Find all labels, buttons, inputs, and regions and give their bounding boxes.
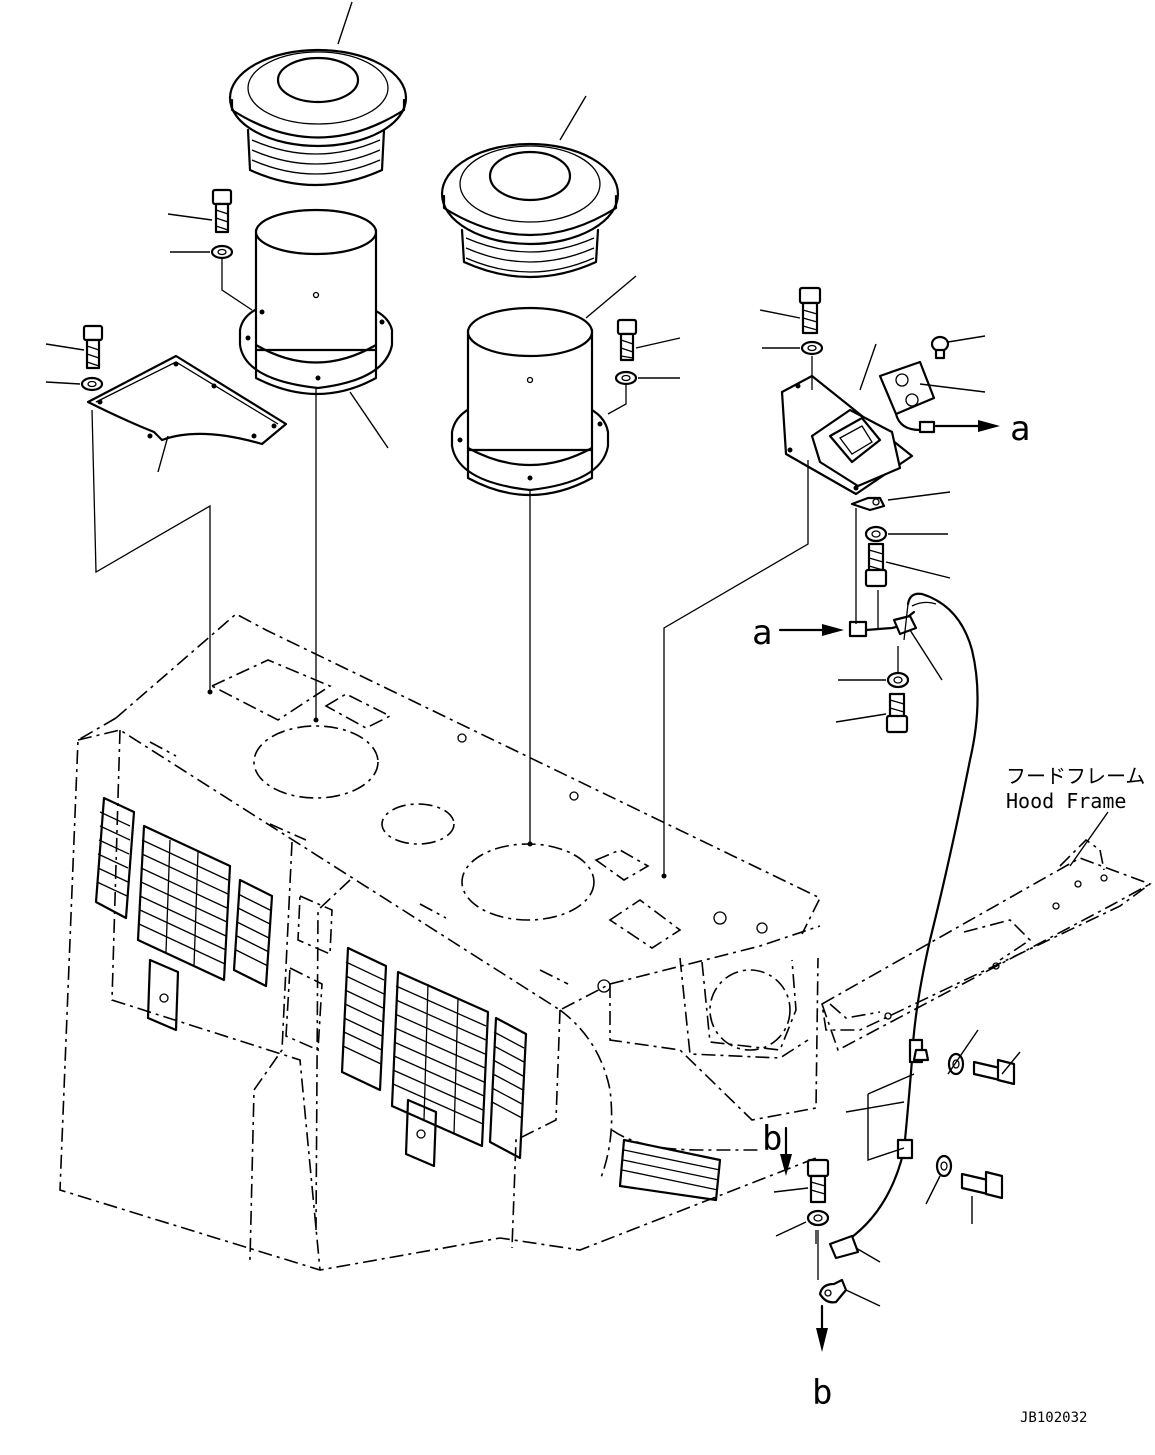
ground-bolts-right xyxy=(925,1029,1021,1224)
louvre-grille-right xyxy=(340,946,722,1202)
washer-5 xyxy=(864,525,948,543)
bolt-7 xyxy=(773,1158,830,1204)
duct-left xyxy=(238,208,394,449)
hood-frame: フードフレーム Hood Frame xyxy=(821,764,1152,1052)
terminal-lug xyxy=(850,491,951,512)
assembly-lines xyxy=(91,258,909,1280)
hood-frame-label-jp: フードフレーム xyxy=(1006,764,1145,788)
bolt-6 xyxy=(835,692,909,734)
engine-hood xyxy=(59,613,822,1271)
connector-b-arrows: b b xyxy=(762,1119,832,1413)
washer-3 xyxy=(614,370,680,386)
washer-2 xyxy=(45,376,104,392)
washer-1 xyxy=(170,244,234,260)
connector-a-left-label: a xyxy=(752,613,772,653)
cover-plate xyxy=(86,354,288,473)
bolt-5 xyxy=(864,542,951,588)
connector-a-top-arrow: a xyxy=(934,409,1030,449)
connector-a-top-label: a xyxy=(1010,409,1030,449)
bolt-1 xyxy=(167,188,233,234)
access-panels xyxy=(285,894,333,1052)
rain-cap-right xyxy=(440,95,620,279)
washer-6 xyxy=(838,671,910,689)
switch-bracket-assembly xyxy=(780,343,986,496)
harness-connector: a xyxy=(752,610,943,681)
drawing-number: JB102032 xyxy=(1020,1410,1087,1426)
bolt-4 xyxy=(759,286,822,335)
louvre-grille-left xyxy=(94,796,274,1032)
washer-7 xyxy=(775,1209,830,1237)
bolt-3 xyxy=(616,318,681,362)
hood-frame-label-en: Hood Frame xyxy=(1006,789,1126,813)
connector-b-lower-label: b xyxy=(812,1373,832,1413)
rain-cap-left xyxy=(228,1,408,187)
bolt-2 xyxy=(45,324,104,370)
connector-b-upper-label: b xyxy=(762,1119,782,1159)
knob xyxy=(930,335,986,360)
ground-cable xyxy=(818,592,979,1307)
duct-center xyxy=(450,275,637,497)
washer-4 xyxy=(762,340,824,356)
